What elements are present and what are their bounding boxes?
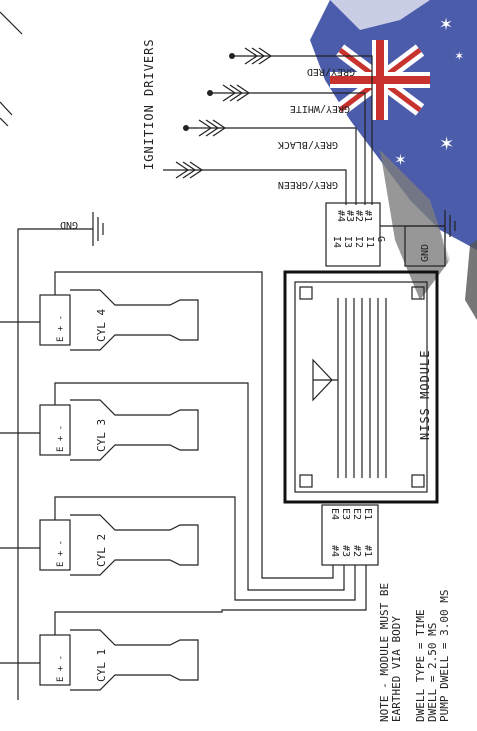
output-pin-labels: E4 E3 E2 E1 (329, 508, 373, 520)
input-connector (325, 202, 381, 267)
ignition-coil-cyl-1 (0, 629, 199, 691)
gnd-top-label: GND (60, 219, 78, 230)
pin-e4: E4 (329, 508, 340, 520)
pin-i2: I2 (353, 236, 364, 248)
output-wires (54, 271, 367, 635)
niss-module (283, 270, 439, 504)
svg-text:✶: ✶ (455, 48, 464, 64)
pin-e2: E2 (351, 508, 362, 520)
notes-block: NOTE - MODULE MUST BE EARTHED VIA BODY D… (378, 583, 451, 722)
ignition-coil-cyl-4 (0, 289, 199, 351)
svg-text:✶: ✶ (395, 149, 406, 170)
dwell-type: DWELL TYPE = TIME (414, 609, 427, 722)
bottom-terminal-labels: #4 #3 #2 #1 (329, 545, 373, 557)
wire-label-grey-white: GREY/WHITE (290, 103, 350, 114)
module-name: NISS MODULE (418, 350, 432, 440)
cyl-4-label: CYL 4 (95, 309, 108, 342)
pin-i1: I1 (364, 236, 375, 248)
pin-i3: I3 (342, 236, 353, 248)
bottom-term-3: #3 (340, 545, 351, 557)
australian-flag-watermark: ✶ ✶ ✶ ✶ (310, 0, 477, 320)
note-line-1: NOTE - MODULE MUST BE (378, 583, 391, 722)
note-line-2: EARTHED VIA BODY (390, 616, 403, 722)
ignition-coil-cyl-3 (0, 399, 199, 461)
input-pin-labels: I4 I3 I2 I1 G (331, 236, 386, 248)
wire-label-grey-red: GREY/RED (307, 66, 355, 77)
ground-symbol-top (17, 212, 104, 700)
wire-label-grey-green: GREY/GREEN (278, 179, 338, 190)
top-term-3: #3 (344, 210, 355, 222)
output-connector (321, 504, 379, 566)
wire-label-grey-black: GREY/BLACK (278, 139, 338, 150)
coil-terms-1: E + - (56, 655, 66, 682)
bottom-term-2: #2 (351, 545, 362, 557)
ignition-coil-cyl-2 (0, 514, 199, 576)
coil-terms-3: E + - (56, 425, 66, 452)
edge-marks (0, 11, 23, 127)
svg-text:✶: ✶ (440, 11, 452, 35)
pin-e3: E3 (340, 508, 351, 520)
gnd-module-label: GND (420, 244, 431, 262)
pin-e1: E1 (362, 508, 373, 520)
cyl-2-label: CYL 2 (95, 534, 108, 567)
top-term-4: #4 (335, 210, 346, 222)
bottom-term-4: #4 (329, 545, 340, 557)
svg-text:✶: ✶ (440, 131, 453, 156)
cyl-1-label: CYL 1 (95, 649, 108, 682)
ground-symbol-module (380, 210, 456, 267)
top-term-1: #1 (362, 210, 373, 222)
ignition-driver-wires (163, 47, 373, 205)
coil-terms-2: E + - (56, 540, 66, 567)
ignition-drivers-title: IGNITION DRIVERS (142, 38, 156, 170)
pin-i4: I4 (331, 236, 342, 248)
coil-terms-4: E + - (56, 315, 66, 342)
top-terminal-labels: #4 #3 #2 #1 (335, 210, 373, 222)
bottom-term-1: #1 (362, 545, 373, 557)
pump-dwell-value: PUMP DWELL = 3.00 MS (438, 590, 451, 722)
top-term-2: #2 (353, 210, 364, 222)
dwell-value: DWELL = 2.50 MS (426, 623, 439, 722)
cyl-3-label: CYL 3 (95, 419, 108, 452)
